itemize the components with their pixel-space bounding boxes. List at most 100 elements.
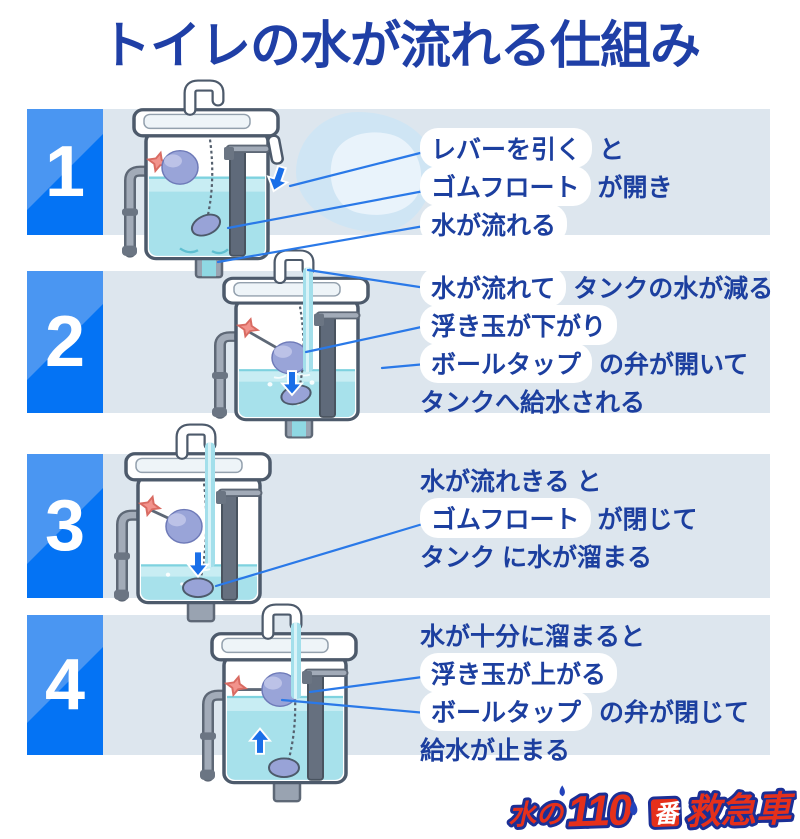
lid-basin-tray xyxy=(143,113,251,130)
overflow-tube xyxy=(229,146,246,257)
step4-line3: ボールタップ の弁が閉じて xyxy=(420,691,749,731)
keyword-float-ball-down: 浮き玉が下がり xyxy=(420,305,618,345)
float-ball xyxy=(161,150,199,185)
step3-line2: ゴムフロート が閉じて xyxy=(420,498,698,538)
overflow-tube xyxy=(307,670,324,781)
rubber-flapper-open xyxy=(190,213,222,237)
step2-line3-rest: の弁が開いて xyxy=(592,351,749,379)
step-number-2: 2 xyxy=(27,271,103,413)
step-number-1: 1 xyxy=(27,109,103,235)
water-stream-highlight xyxy=(294,622,297,699)
logo-droplet-icon xyxy=(559,785,565,797)
keyword-water-flows: 水が流れる xyxy=(420,204,568,244)
pipe-cap xyxy=(114,589,129,600)
arrow-up-icon xyxy=(247,727,273,755)
logo-kyukyusha: 救急車 xyxy=(684,789,796,833)
supply-pipe-highlight xyxy=(126,167,152,256)
supply-pipe-highlight xyxy=(118,511,144,600)
step4-line3-rest: の弁が閉じて xyxy=(592,699,749,727)
lever-crank-star xyxy=(137,494,163,518)
pipe-cap xyxy=(200,769,215,780)
pipe-ring xyxy=(122,208,138,216)
keyword-rubber-float: ゴムフロート xyxy=(420,166,591,206)
page-title: トイレの水が流れる仕組み xyxy=(99,17,701,74)
pipe-cap xyxy=(122,245,137,256)
ballcock-valve xyxy=(216,490,226,504)
pipe-ring xyxy=(200,732,216,740)
logo-water-no: 水の xyxy=(508,798,566,831)
overflow-tube xyxy=(319,312,336,418)
rubber-flapper-closed xyxy=(182,577,214,598)
step2-line3: ボールタップ の弁が開いて xyxy=(420,343,773,383)
step2-line1-rest: タンクの水が減る xyxy=(566,275,774,303)
supply-pipe-highlight xyxy=(216,333,242,417)
step1-line2: ゴムフロート が開き xyxy=(420,166,673,206)
pipe-ring xyxy=(212,371,228,380)
step3-line1: 水が流れきる と xyxy=(420,461,697,499)
faucet xyxy=(263,605,301,638)
step1-line2-rest: が開き xyxy=(590,174,673,202)
step-number-2-label: 2 xyxy=(44,302,86,382)
pipe-cap xyxy=(212,407,227,418)
arrow-down-icon xyxy=(266,164,290,193)
step-number-4-label: 4 xyxy=(44,645,86,725)
step2-line4-text: タンクへ給水される xyxy=(420,389,646,417)
step2-line1: 水が流れて タンクの水が減る xyxy=(420,267,774,307)
rubber-flapper-closed xyxy=(268,757,300,778)
faucet xyxy=(185,81,223,114)
ballcock-valve xyxy=(224,146,234,160)
step4-line4: 給水が止まる xyxy=(420,730,749,768)
step2-line2: 浮き玉が下がり xyxy=(420,305,773,345)
keyword-ball-tap: ボールタップ xyxy=(420,691,593,731)
keyword-ball-tap: ボールタップ xyxy=(420,343,593,383)
step2-line4: タンクへ給水される xyxy=(420,382,773,420)
toilet-tank-illustration-step4 xyxy=(200,603,358,803)
toilet-tank-illustration-step2 xyxy=(212,249,370,439)
bubble xyxy=(165,572,171,577)
step4-line2: 浮き玉が上がる xyxy=(420,653,749,693)
step-number-3-label: 3 xyxy=(44,486,86,566)
step1-text: レバーを引く と ゴムフロート が開き 水が流れる xyxy=(420,128,673,244)
lid-basin-tray xyxy=(135,457,243,474)
float-ball-highlight xyxy=(164,154,182,168)
water-stream-highlight xyxy=(208,442,211,568)
ballcock-valve xyxy=(314,313,324,326)
logo-ban: 番 xyxy=(653,801,682,829)
logo-drop-in-zero-icon xyxy=(629,800,638,816)
supply-pipe-highlight xyxy=(204,691,230,780)
step-number-1-label: 1 xyxy=(44,132,86,212)
arrow-down-icon xyxy=(185,550,211,579)
float-ball xyxy=(165,508,203,544)
step3-line3: タンク に水が溜まる xyxy=(420,537,697,575)
step4-line4-text: 給水が止まる xyxy=(420,737,571,765)
lever-crank-star xyxy=(223,674,249,698)
arrow-down-icon xyxy=(279,370,305,397)
float-ball-highlight xyxy=(274,345,292,358)
step3-line1-text: 水が流れきる と xyxy=(420,468,602,496)
float-ball xyxy=(271,341,309,375)
water-stream-highlight xyxy=(306,267,309,372)
bubble xyxy=(267,382,273,387)
faucet xyxy=(177,425,215,458)
lever-crank-star xyxy=(235,317,261,339)
step4-text: 水が十分に溜まると 浮き玉が上がる ボールタップ の弁が閉じて 給水が止まる xyxy=(420,616,749,768)
overflow-tube xyxy=(221,490,238,601)
flush-lever-handle xyxy=(267,134,284,165)
step1-line3: 水が流れる xyxy=(420,204,672,244)
logo-110: 110 xyxy=(566,786,633,836)
logo-ban-box xyxy=(647,795,683,830)
step3-text: 水が流れきる と ゴムフロート が閉じて タンク に水が溜まる xyxy=(420,461,697,575)
step2-text: 水が流れて タンクの水が減る 浮き玉が下がり ボールタップ の弁が開いて タンク… xyxy=(420,267,774,420)
step3-line2-rest: が閉じて xyxy=(590,506,698,534)
lid-basin-tray xyxy=(233,282,341,297)
bubble xyxy=(309,380,315,385)
keyword-float-ball-up: 浮き玉が上がる xyxy=(420,653,618,693)
step-number-3: 3 xyxy=(27,454,103,598)
step1-line1-rest: と xyxy=(592,136,624,164)
mizu-no-110ban-logo: 水の 110 番 救急車 xyxy=(505,783,798,839)
keyword-lever-pull: レバーを引く xyxy=(420,128,593,168)
step-number-4: 4 xyxy=(27,615,103,755)
ballcock-valve xyxy=(302,670,312,684)
step1-line1: レバーを引く と xyxy=(420,128,672,168)
toilet-tank-illustration-step3 xyxy=(114,423,272,623)
